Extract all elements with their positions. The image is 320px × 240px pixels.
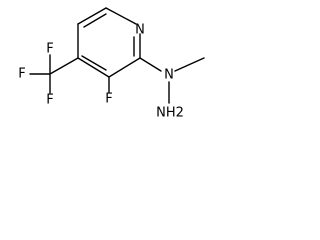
substituent-bonds [29, 54, 205, 104]
atom-fluorine-ring: F [105, 92, 112, 107]
bond-c3-c4 [77, 57, 110, 78]
pyridine-ring [77, 7, 141, 78]
atom-hydrazine-nitrogen: N [164, 68, 174, 83]
bond-c2-c3 [108, 57, 141, 78]
atom-cf3-fluorine-left: F [18, 67, 25, 82]
bond-c6-n1 [105, 7, 137, 25]
atom-labels: N F N NH2 F F F [18, 23, 184, 121]
atom-ring-nitrogen: N [135, 23, 145, 38]
chemical-structure: N F N NH2 F F F [18, 7, 205, 121]
atom-cf3-fluorine-top: F [46, 42, 53, 57]
atom-cf3-fluorine-bottom: F [46, 93, 53, 108]
atom-amino-group: NH2 [156, 106, 184, 121]
bond-c4-cf3 [49, 57, 79, 75]
bond-c2-n-hydrazine [139, 57, 162, 72]
bond-c3-c4-inner [81, 55, 107, 71]
bond-n-methyl [174, 57, 205, 72]
bond-c5-c6-inner [83, 13, 107, 28]
bond-c5-c6 [77, 7, 107, 25]
